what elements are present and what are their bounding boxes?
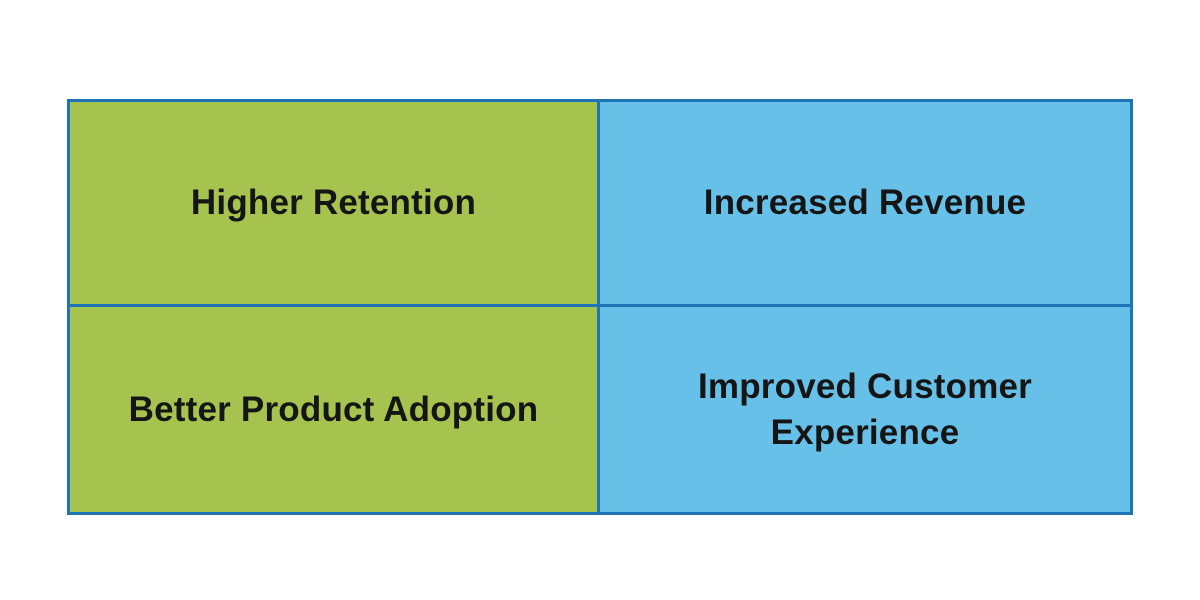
quadrant-improved-customer-experience: Improved Customer Experience (600, 307, 1130, 512)
quadrant-better-product-adoption: Better Product Adoption (70, 307, 600, 512)
quadrant-increased-revenue: Increased Revenue (600, 102, 1130, 307)
quadrant-label: Better Product Adoption (128, 389, 539, 429)
quadrant-matrix: Higher Retention Increased Revenue Bette… (67, 99, 1133, 515)
quadrant-label: Increased Revenue (703, 183, 1027, 223)
quadrant-higher-retention: Higher Retention (70, 102, 600, 307)
quadrant-label: Improved Customer Experience (697, 367, 1033, 452)
quadrant-label: Higher Retention (190, 183, 477, 223)
